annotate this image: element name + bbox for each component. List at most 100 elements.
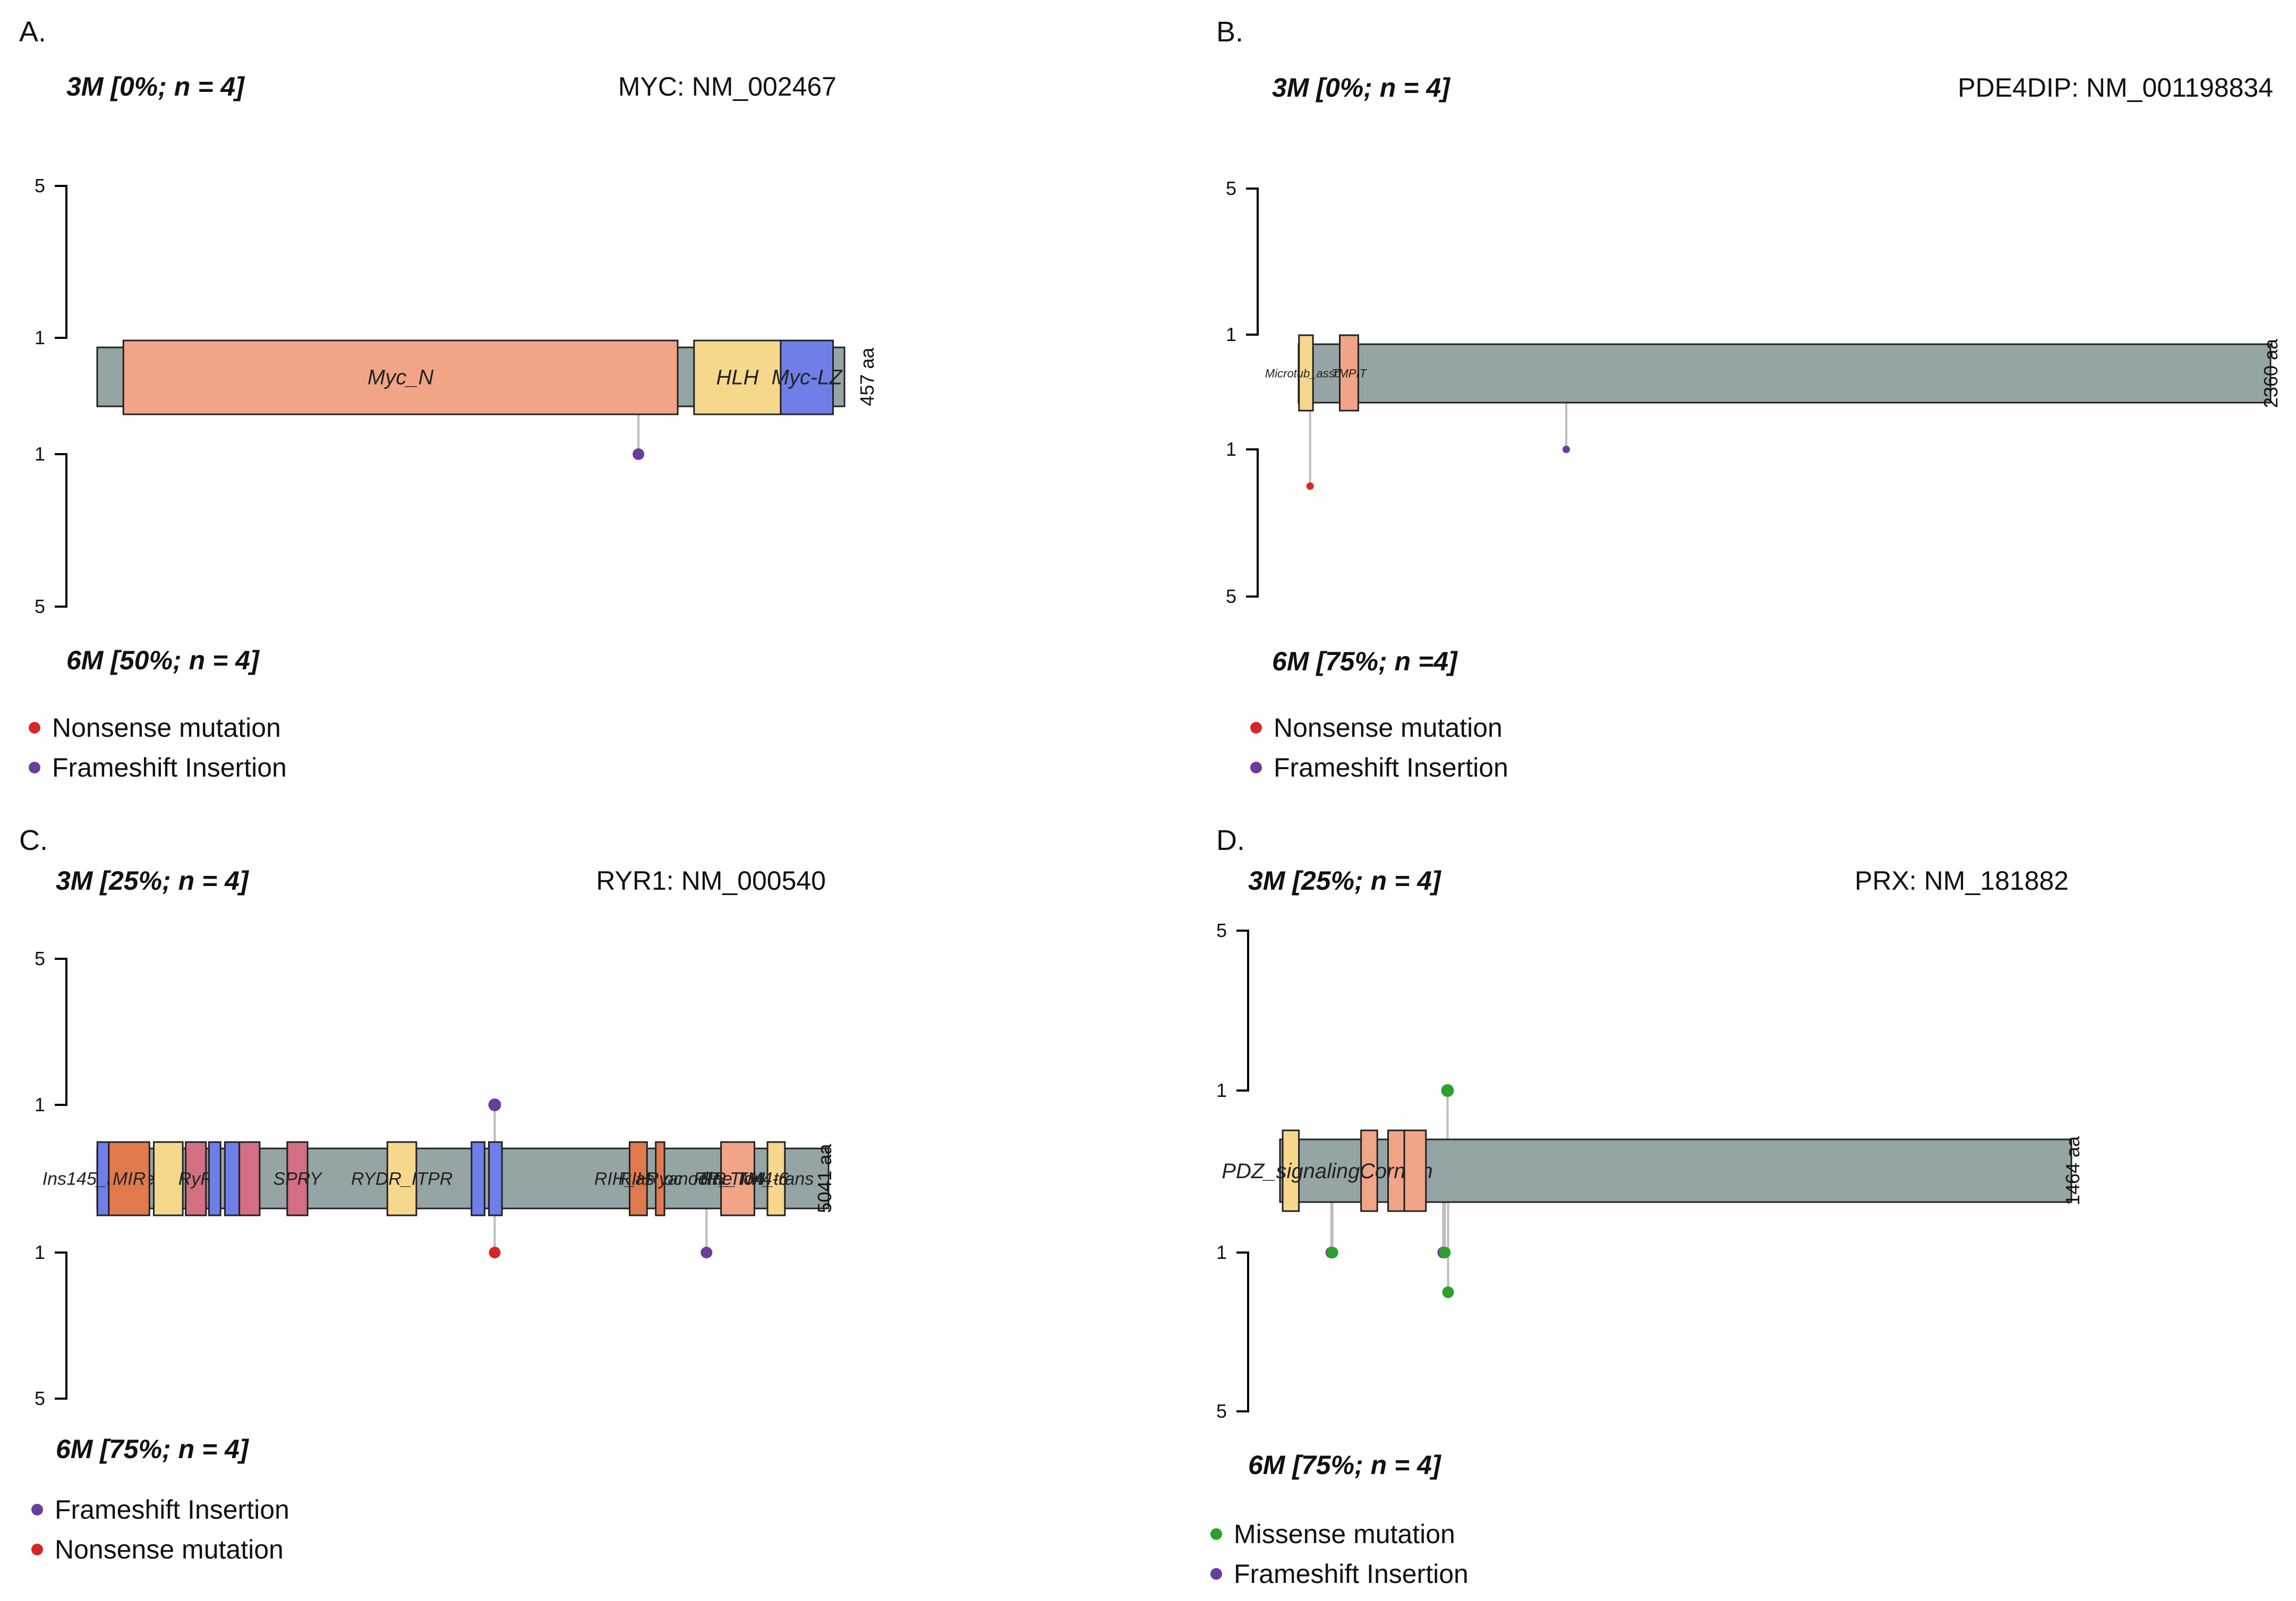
- mutation-point: [701, 1247, 713, 1258]
- legend-marker: [1210, 1568, 1222, 1580]
- protein-domain: [471, 1141, 485, 1216]
- legend-marker: [1250, 722, 1262, 734]
- mutation-point: [1563, 446, 1571, 453]
- protein-domain: [1360, 1129, 1378, 1212]
- tick-label: 5: [1226, 585, 1236, 607]
- top-group-label: 3M [25%; n = 4]: [1248, 866, 1442, 896]
- bottom-axis: [55, 1251, 67, 1400]
- protein-length-label: 2360 aa: [2260, 338, 2282, 408]
- tick-label: 1: [1226, 323, 1236, 345]
- domain-label: PDZ_signaling: [1222, 1160, 1360, 1183]
- mutation-point: [633, 448, 645, 460]
- legend-marker: [31, 1544, 43, 1555]
- panel-letter: D.: [1216, 824, 1245, 856]
- protein-domain: [153, 1141, 184, 1216]
- tick-label: 5: [35, 175, 45, 197]
- domain-label: Myc_N: [368, 366, 434, 389]
- protein-domain: [1339, 334, 1359, 412]
- protein-domain: [208, 1141, 221, 1216]
- domain-label: RyR: [178, 1169, 214, 1189]
- protein-domain: [628, 1141, 648, 1216]
- tick-label: 1: [1216, 1079, 1227, 1101]
- domain-label: RIH_assoc: [594, 1169, 682, 1189]
- panel-3: C.3M [25%; n = 4]RYR1: NM_0005405115Ins1…: [19, 824, 835, 1564]
- legend-marker: [29, 762, 40, 773]
- legend-label: Frameshift Insertion: [52, 753, 287, 782]
- protein-domain: [286, 1141, 309, 1216]
- mutation-point: [1442, 1286, 1454, 1298]
- bottom-axis: [1236, 1251, 1249, 1412]
- panel-letter: B.: [1216, 16, 1243, 48]
- legend-label: Nonsense mutation: [52, 713, 281, 743]
- protein-domain: [224, 1141, 241, 1216]
- bottom-group-label: 6M [75%; n = 4]: [1248, 1450, 1442, 1480]
- legend-marker: [1210, 1528, 1222, 1540]
- bottom-axis: [55, 453, 67, 608]
- top-group-label: 3M [0%; n = 4]: [1272, 73, 1451, 103]
- protein-domain: [185, 1141, 207, 1216]
- protein-domain: [1298, 334, 1314, 412]
- legend-label: Frameshift Insertion: [1234, 1559, 1469, 1589]
- tick-label: 1: [35, 443, 45, 465]
- gene-title: RYR1: NM_000540: [596, 866, 826, 896]
- tick-label: 1: [35, 327, 45, 348]
- legend-label: Nonsense mutation: [55, 1535, 284, 1564]
- legend-marker: [1250, 762, 1262, 773]
- mutation-point: [1441, 1084, 1454, 1097]
- protein-domain: [780, 339, 834, 415]
- legend-label: Missense mutation: [1234, 1519, 1455, 1549]
- tick-label: 1: [1226, 438, 1236, 460]
- mutation-point: [489, 1247, 501, 1258]
- domain-label: Ryanodine: [646, 1169, 732, 1189]
- domain-label: RYDR_ITPR: [351, 1169, 453, 1189]
- bottom-axis: [1246, 448, 1259, 598]
- protein-length-label: 5041 aa: [814, 1143, 835, 1213]
- gene-title: PRX: NM_181882: [1855, 866, 2069, 896]
- mutation-point: [1439, 1247, 1451, 1258]
- tick-label: 5: [1216, 919, 1227, 941]
- legend-label: Nonsense mutation: [1274, 713, 1503, 743]
- top-group-label: 3M [25%; n = 4]: [56, 866, 250, 896]
- protein-domain: [720, 1141, 755, 1216]
- tick-label: 5: [1226, 177, 1236, 199]
- top-axis: [1236, 930, 1249, 1092]
- protein-domain: [1282, 1129, 1300, 1212]
- domain-label: Myc-LZ: [772, 366, 843, 389]
- top-axis: [1246, 188, 1259, 336]
- protein-length-label: 457 aa: [856, 347, 878, 406]
- gene-title: PDE4DIP: NM_001198834: [1958, 73, 2273, 103]
- domain-label: SPRY: [273, 1169, 323, 1189]
- protein-domain: [1403, 1129, 1427, 1212]
- domain-label: HLH: [716, 366, 758, 389]
- tick-label: 1: [35, 1094, 45, 1115]
- mutation-point: [1326, 1247, 1338, 1258]
- tick-label: 5: [35, 1387, 45, 1409]
- legend-label: Frameshift Insertion: [55, 1495, 289, 1525]
- protein-length-label: 1464 aa: [2062, 1136, 2084, 1205]
- protein-domain: [108, 1141, 150, 1216]
- top-axis: [55, 958, 67, 1106]
- domain-label: Microtub_assoc: [1265, 367, 1347, 380]
- bottom-group-label: 6M [75%; n =4]: [1272, 646, 1458, 676]
- bottom-group-label: 6M [50%; n = 4]: [66, 645, 260, 675]
- protein-domain: [655, 1141, 665, 1216]
- legend-marker: [29, 722, 40, 734]
- top-axis: [55, 185, 67, 339]
- protein-domain: [1387, 1129, 1405, 1212]
- domain-label: TMPIT: [1331, 367, 1368, 380]
- domain-label: RR_TM4-6: [700, 1169, 788, 1189]
- legend-marker: [31, 1504, 43, 1515]
- domain-label: MIR: [113, 1169, 146, 1189]
- protein-domain: [488, 1141, 503, 1216]
- tick-label: 1: [1216, 1241, 1227, 1263]
- gene-title: MYC: NM_002467: [618, 72, 837, 101]
- protein-domain: [693, 339, 782, 415]
- tick-label: 5: [35, 595, 45, 617]
- domain-label: RIH: [618, 1169, 650, 1189]
- protein-backbone: [1298, 343, 2272, 404]
- tick-label: 5: [35, 948, 45, 969]
- protein-domain: [766, 1141, 786, 1216]
- legend-label: Frameshift Insertion: [1274, 753, 1508, 782]
